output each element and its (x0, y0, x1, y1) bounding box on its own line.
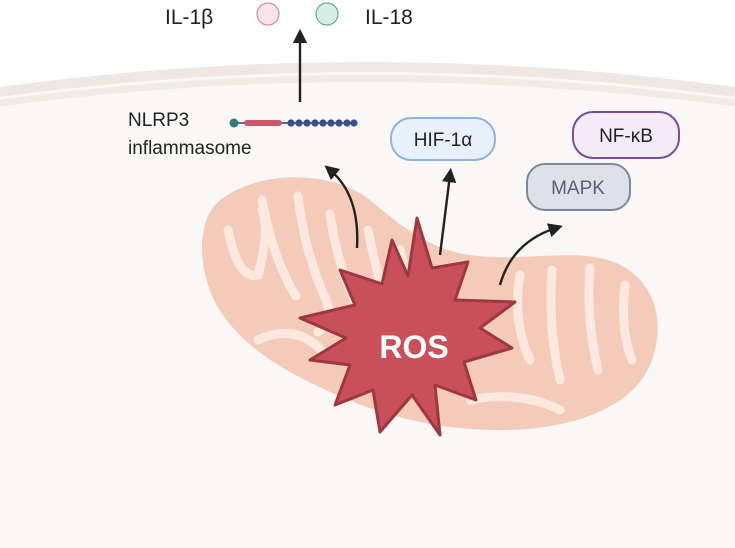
ros-star-shape (298, 216, 517, 437)
nfkb-node: NF-κB (572, 111, 680, 159)
nfkb-label: NF-κB (599, 126, 653, 147)
arrow-ros-to-nlrp3 (324, 165, 359, 249)
mapk-node: MAPK (526, 163, 631, 211)
cell-membrane-inner (0, 75, 735, 107)
il18-molecule-icon (315, 2, 339, 26)
hif1a-label: HIF-1α (414, 130, 473, 151)
cell-membrane-outer (0, 62, 735, 97)
mapk-label: MAPK (551, 178, 605, 199)
arrow-ros-to-hif (438, 167, 457, 256)
hif1a-node: HIF-1α (390, 117, 496, 161)
nlrp3-label-line1: NLRP3 (128, 110, 189, 131)
ros-label: ROS (379, 329, 448, 365)
il1b-label: IL-1β (165, 6, 213, 29)
il1b-molecule-icon (256, 2, 280, 26)
il18-label: IL-18 (365, 6, 413, 29)
nlrp3-label-line2: inflammasome (128, 138, 252, 159)
arrow-ros-to-mapk (498, 223, 563, 286)
ros-burst: ROS (298, 216, 517, 437)
nlrp3-protein-icon (229, 118, 358, 128)
